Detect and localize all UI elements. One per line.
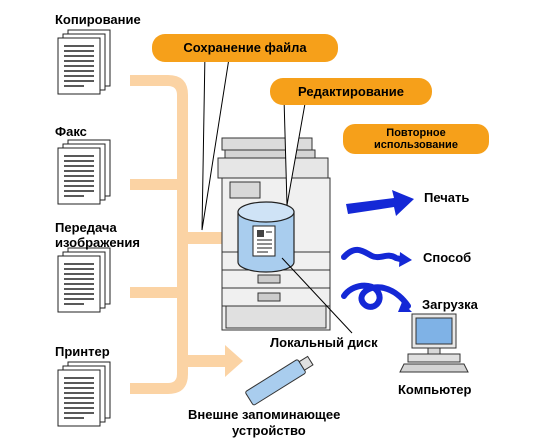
document-stack-scan-icon bbox=[57, 247, 111, 313]
label-printer: Принтер bbox=[55, 344, 110, 359]
callout-save-file: Сохранение файла bbox=[183, 40, 307, 55]
label-computer: Компьютер bbox=[398, 382, 472, 397]
document-stack-copy-icon bbox=[57, 29, 111, 95]
download-arrow bbox=[341, 282, 411, 310]
document-stack-printer-icon bbox=[57, 361, 111, 427]
label-scan-line1: Передача bbox=[55, 220, 117, 235]
flow-arrow-to-usb bbox=[182, 345, 243, 377]
label-method: Способ bbox=[423, 250, 472, 265]
label-print: Печать bbox=[424, 190, 470, 205]
local-disk-pointer-line bbox=[281, 257, 353, 334]
save-callout-bubble bbox=[152, 34, 338, 62]
label-scan-line2: изображения bbox=[55, 235, 140, 250]
computer-icon bbox=[399, 313, 469, 373]
label-fax: Факс bbox=[55, 124, 87, 139]
label-download: Загрузка bbox=[422, 297, 478, 312]
edit-callout-bubble bbox=[270, 78, 432, 105]
usb-storage-icon bbox=[245, 355, 314, 406]
label-local-disk: Локальный диск bbox=[270, 335, 378, 350]
callout-edit: Редактирование bbox=[298, 84, 404, 99]
label-external-line2: устройство bbox=[232, 423, 306, 438]
document-stack-fax-icon bbox=[57, 139, 111, 205]
callout-reuse-line1: Повторное bbox=[386, 127, 446, 139]
local-disk-icon bbox=[237, 201, 295, 273]
callout-reuse: Повторное использование bbox=[343, 124, 489, 154]
label-copy: Копирование bbox=[55, 12, 141, 27]
callout-reuse-line2: использование bbox=[374, 139, 458, 151]
method-arrow bbox=[341, 246, 407, 263]
label-external-line1: Внешне запоминающее bbox=[188, 407, 341, 422]
print-arrow bbox=[346, 190, 414, 216]
